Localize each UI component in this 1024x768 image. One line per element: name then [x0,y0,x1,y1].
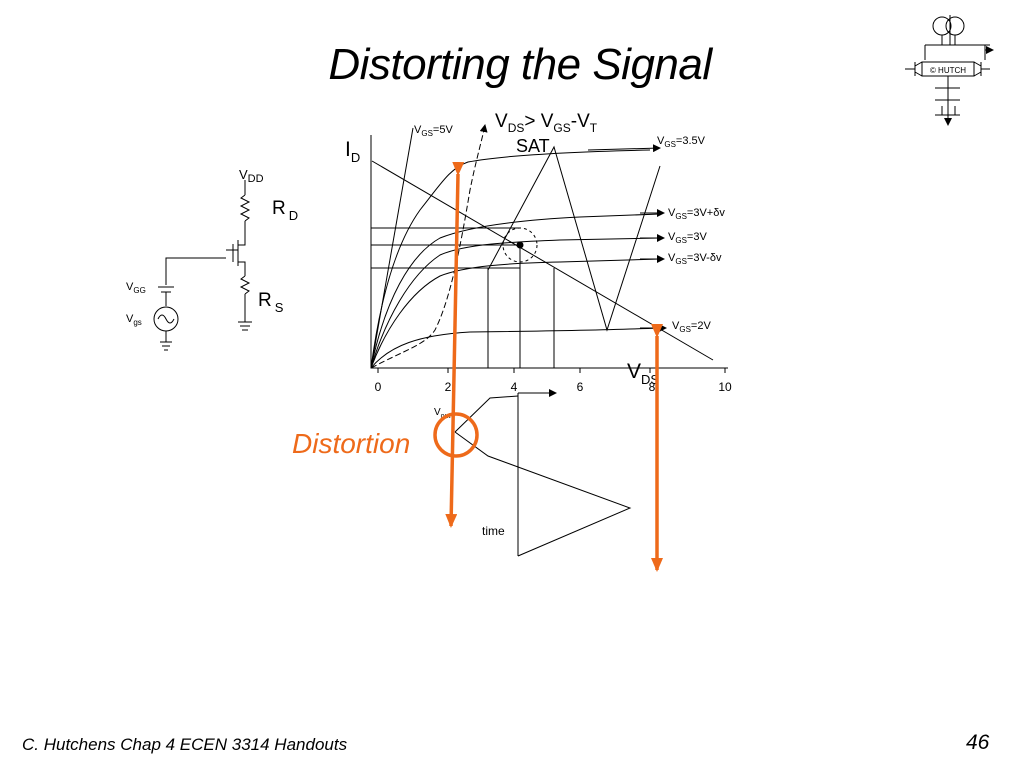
x-tick-label: 6 [577,380,584,394]
waveform-triangle [454,431,632,557]
rs-ground [238,294,252,331]
gate-wire [165,257,226,285]
curve-vgs3 [370,237,661,369]
time-label: time [482,524,505,538]
q-point-circle [502,227,538,263]
curve-vgs5 [370,127,414,369]
hutch-logo: © HUTCH [905,15,994,126]
distortion-label: Distortion [292,428,411,459]
load-line [371,160,714,361]
curve-vgs3m [370,258,661,369]
rs-resistor [239,275,251,295]
curve-vgs2 [370,327,661,369]
x-tick-label: 0 [375,380,382,394]
y-axis-label: ID [345,138,360,165]
vgs-source-label: Vgs [126,313,142,327]
iv-plot [370,124,728,373]
page-number: 46 [966,731,990,754]
logo-current-source-right [945,16,965,36]
mosfet [226,221,246,276]
saturation-condition-label: VDS> VGS-VT [495,111,598,135]
source-ground [160,331,172,351]
vds-triangle-wave [487,145,661,332]
q-point [516,241,524,249]
sat-label: SAT [516,136,550,156]
curve-label-vgs3m: VGS=3V-δv [668,252,722,266]
distortion-circle [433,412,479,458]
logo-text: © HUTCH [930,66,966,75]
curve-label-vgs3: VGS=3V [668,231,707,245]
slide-title: Distorting the Signal [328,40,712,89]
vgg-battery [158,286,174,306]
x-tick-label: 10 [718,380,732,394]
vdd-label: VDD [239,167,264,185]
orange-annotations [433,161,663,572]
x-tick-labels: 0 2 4 6 8 10 [375,380,732,394]
voltage-projection-lines [487,245,555,368]
curve-label-vgs35: VGS=3.5V [657,135,706,149]
vgs-swing-arrow [445,161,465,528]
x-tick-label: 8 [649,380,656,394]
curve-label-vgs2: VGS=2V [672,320,711,334]
curve-label-vgs3p: VGS=3V+δv [668,207,725,221]
x-tick-label: 2 [445,380,452,394]
curve-vgs3p [370,213,661,369]
output-waveform [454,389,632,557]
waveform-clipped-top [454,395,519,433]
sine-icon [157,314,175,324]
vgg-label: VGG [126,281,146,295]
rd-resistor [239,194,251,222]
footer-text: C. Hutchens Chap 4 ECEN 3314 Handouts [22,735,348,754]
curve-label-vgs5: VGS=5V [414,124,453,138]
x-ticks [377,368,726,373]
circuit-schematic [153,180,252,351]
x-tick-label: 4 [511,380,518,394]
